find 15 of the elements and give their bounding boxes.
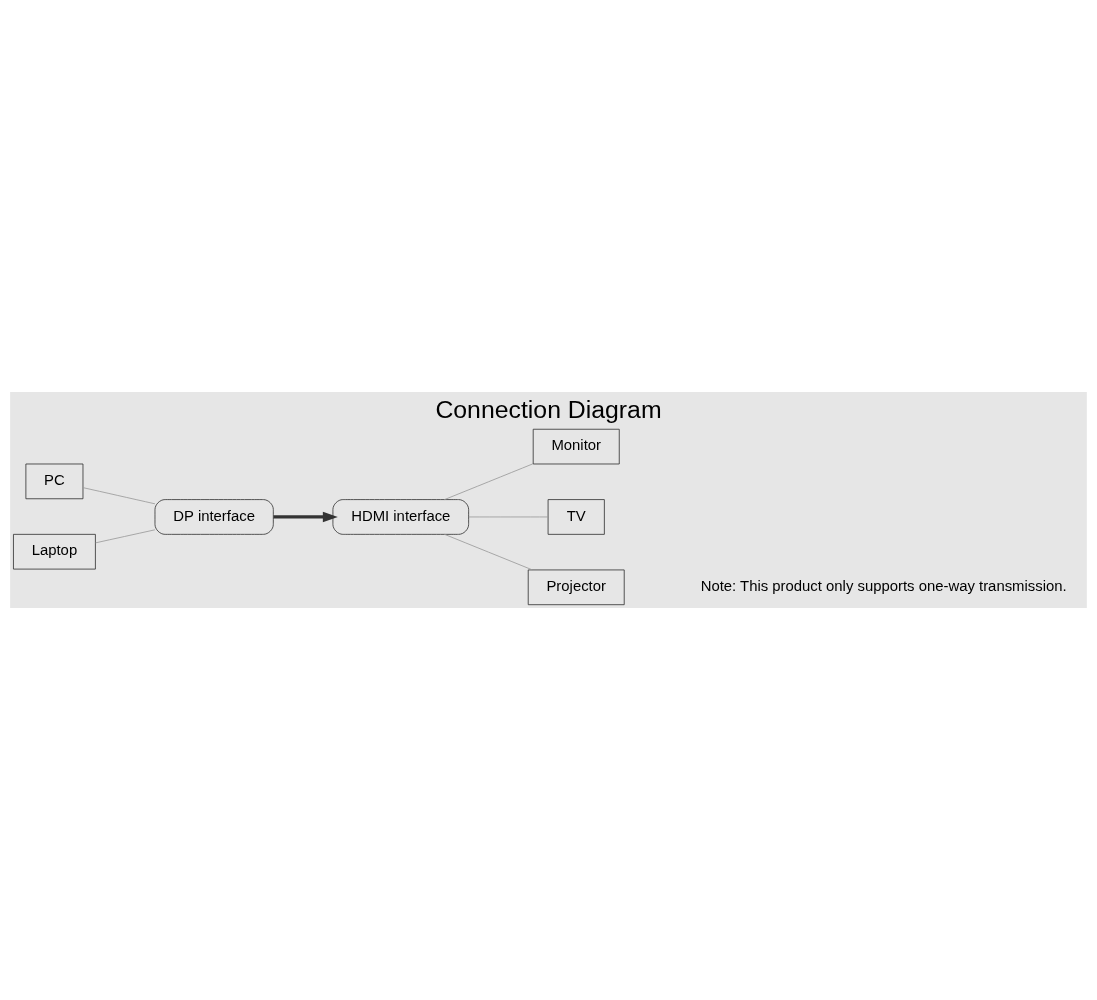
node-box: Projector — [527, 569, 625, 606]
node-box: DP interface — [154, 499, 274, 535]
node-box: Laptop — [13, 533, 96, 570]
connector — [468, 516, 549, 518]
node-box: TV — [547, 499, 605, 535]
node-box: HDMI interface — [332, 499, 470, 535]
node-box: PC — [25, 463, 84, 500]
connector — [444, 463, 534, 500]
diagram-title: Connection Diagram — [435, 396, 662, 424]
connector — [444, 533, 533, 571]
node-box: Monitor — [532, 428, 620, 465]
arrow — [273, 511, 338, 523]
label: Note: This product only supports one-way transmission. — [700, 577, 1067, 594]
connector — [95, 529, 156, 544]
connector — [82, 487, 156, 505]
